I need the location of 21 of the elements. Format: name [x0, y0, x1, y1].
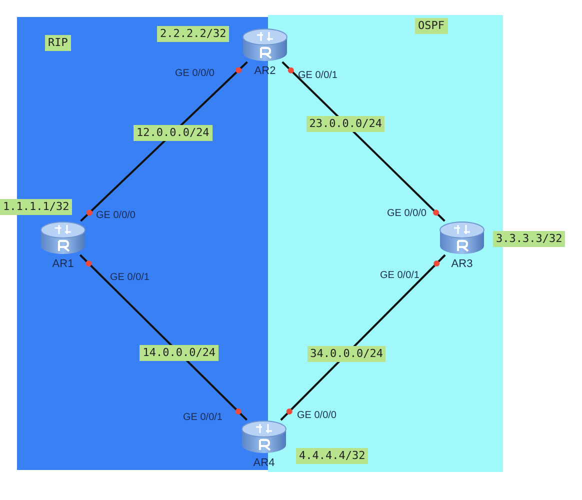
edge-label: 34.0.0.0/24 [307, 346, 386, 362]
router-name: AR3 [451, 257, 473, 271]
loopback-address: 4.4.4.4/32 [296, 448, 368, 464]
router-name: AR1 [52, 257, 74, 271]
interface-label: GE 0/0/1 [110, 272, 150, 284]
interface-label: GE 0/0/1 [380, 270, 420, 282]
interface-label: GE 0/0/0 [387, 208, 426, 220]
interface-label: GE 0/0/1 [183, 412, 222, 424]
interface-label: GE 0/0/0 [297, 410, 336, 422]
area-label: OSPF [415, 18, 448, 34]
loopback-address: 1.1.1.1/32 [0, 199, 72, 215]
edge-label: 23.0.0.0/24 [306, 116, 386, 132]
interface-label: GE 0/0/0 [96, 210, 136, 222]
edge-label: 12.0.0.0/24 [133, 125, 212, 141]
loopback-address: 2.2.2.2/32 [157, 26, 230, 42]
link-line [282, 61, 446, 222]
interface-label: GE 0/0/1 [298, 70, 338, 82]
interface-label: GE 0/0/0 [175, 68, 214, 80]
area-label: RIP [45, 35, 71, 51]
edge-label: 14.0.0.0/24 [140, 345, 219, 361]
loopback-address: 3.3.3.3/32 [493, 231, 566, 247]
